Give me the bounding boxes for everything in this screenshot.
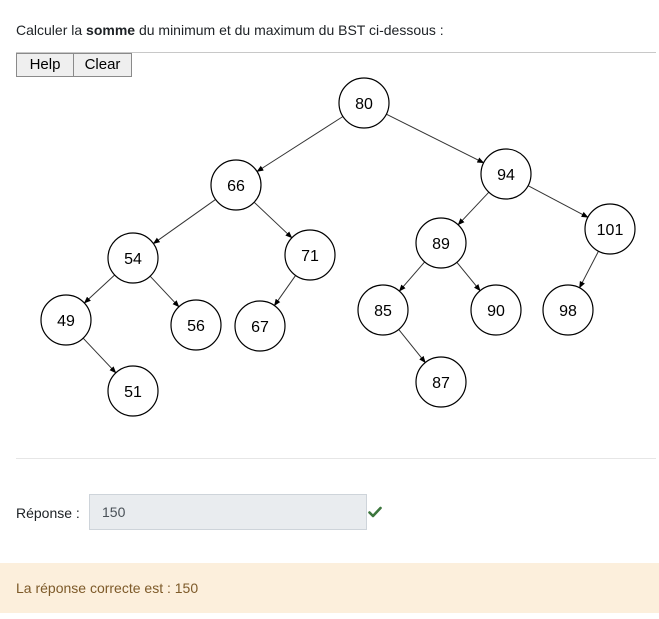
bst-edge-49-51: [82, 337, 117, 374]
bst-node-label: 87: [432, 375, 450, 392]
bst-node-label: 80: [355, 96, 373, 113]
bst-edge-94-101: [527, 185, 589, 218]
bst-edge-54-49: [83, 274, 115, 304]
bst-diagram-area: 80 66 94 54 71 89 101 49 56 67 85 90 98 51 87 Help Cle…: [16, 52, 656, 443]
bst-node-94[interactable]: 94: [480, 148, 532, 200]
bst-node-label: 51: [124, 384, 142, 401]
feedback-panel: La réponse correcte est : 150: [0, 563, 659, 613]
bst-edge-89-85: [398, 261, 426, 292]
bst-edge-85-87: [398, 329, 426, 364]
bst-node-label: 85: [374, 303, 392, 320]
check-icon: [368, 506, 382, 518]
bst-node-circle: [210, 159, 262, 211]
bst-node-label: 101: [597, 222, 624, 239]
bst-node-circle: [107, 232, 159, 284]
question-suffix: du minimum et du maximum du BST ci-desso…: [135, 22, 444, 38]
answer-input[interactable]: [89, 494, 367, 530]
bst-edge-66-71: [253, 201, 293, 239]
bst-node-98[interactable]: 98: [542, 284, 594, 336]
bst-node-circle: [470, 284, 522, 336]
bst-node-label: 90: [487, 303, 505, 320]
question-text: Calculer la somme du minimum et du maxim…: [16, 22, 444, 38]
bst-node-56[interactable]: 56: [170, 299, 222, 351]
bst-edge-71-67: [273, 275, 297, 307]
feedback-text: La réponse correcte est : 150: [16, 580, 199, 596]
bst-node-circle: [480, 148, 532, 200]
bst-node-66[interactable]: 66: [210, 159, 262, 211]
bst-node-circle: [40, 294, 92, 346]
bst-edge-80-66: [256, 116, 344, 172]
bst-node-circle: [357, 284, 409, 336]
bst-node-label: 49: [57, 313, 75, 330]
bst-node-circle: [170, 299, 222, 351]
bst-edge-89-90: [456, 262, 481, 292]
bst-node-101[interactable]: 101: [584, 203, 636, 255]
bst-node-label: 71: [301, 248, 319, 265]
bst-node-89[interactable]: 89: [415, 217, 467, 269]
bst-node-51[interactable]: 51: [107, 365, 159, 417]
bst-edge-94-89: [457, 191, 490, 226]
bst-node-label: 94: [497, 167, 515, 184]
bst-node-circle: [542, 284, 594, 336]
bst-node-circle: [234, 300, 286, 352]
bst-node-circle: [415, 217, 467, 269]
bst-node-80[interactable]: 80: [338, 77, 390, 129]
bst-node-circle: [415, 356, 467, 408]
clear-button[interactable]: Clear: [73, 53, 132, 77]
divider: [16, 458, 656, 459]
question-bold-word: somme: [86, 22, 136, 38]
answer-label: Réponse :: [16, 505, 80, 521]
bst-node-54[interactable]: 54: [107, 232, 159, 284]
bst-node-circle: [584, 203, 636, 255]
bst-node-85[interactable]: 85: [357, 284, 409, 336]
bst-diagram: 80 66 94 54 71 89 101 49 56 67 85 90 98 51 87: [40, 77, 636, 417]
bst-node-67[interactable]: 67: [234, 300, 286, 352]
bst-node-circle: [284, 229, 336, 281]
bst-node-label: 98: [559, 303, 577, 320]
bst-edge-80-94: [386, 113, 485, 164]
bst-node-49[interactable]: 49: [40, 294, 92, 346]
bst-node-circle: [107, 365, 159, 417]
bst-node-87[interactable]: 87: [415, 356, 467, 408]
bst-node-71[interactable]: 71: [284, 229, 336, 281]
help-button[interactable]: Help: [16, 53, 74, 77]
bst-node-label: 56: [187, 318, 205, 335]
bst-node-label: 66: [227, 178, 245, 195]
bst-edge-66-54: [152, 199, 216, 244]
bst-node-circle: [338, 77, 390, 129]
bst-node-label: 54: [124, 251, 142, 268]
bst-node-label: 67: [251, 319, 269, 336]
bst-node-90[interactable]: 90: [470, 284, 522, 336]
bst-edge-101-98: [579, 250, 599, 289]
bst-node-label: 89: [432, 236, 450, 253]
bst-edge-54-56: [149, 275, 180, 308]
question-prefix: Calculer la: [16, 22, 87, 38]
